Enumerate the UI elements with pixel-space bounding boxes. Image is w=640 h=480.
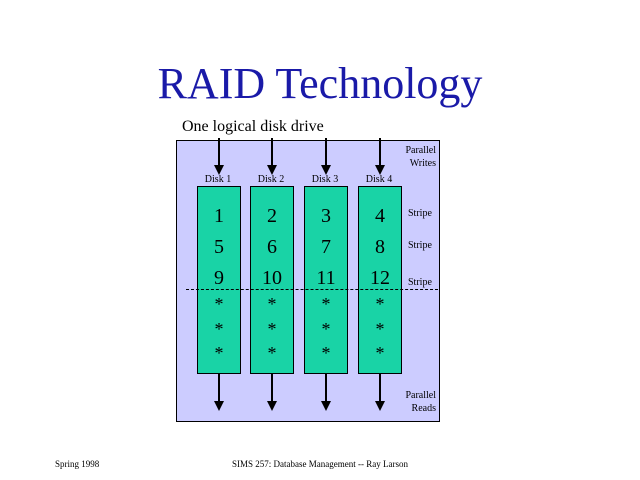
block-12: 12	[370, 267, 390, 289]
stripe-label: Stripe	[408, 240, 432, 251]
block-8: 8	[375, 236, 385, 258]
ellipsis-mark: *	[321, 294, 331, 314]
stripe-divider-line	[186, 289, 438, 290]
block-7: 7	[321, 236, 331, 258]
ellipsis-mark: *	[375, 294, 385, 314]
disk-2: 2 6 10 * * *	[250, 186, 294, 374]
disk-1: 1 5 9 * * *	[197, 186, 241, 374]
diagram-subtitle: One logical disk drive	[182, 118, 324, 135]
ellipsis-mark: *	[267, 343, 277, 363]
ellipsis-mark: *	[267, 294, 277, 314]
block-1: 1	[214, 205, 224, 227]
disk-4-label: Disk 4	[365, 174, 393, 185]
ellipsis-mark: *	[214, 343, 224, 363]
block-2: 2	[267, 205, 277, 227]
block-3: 3	[321, 205, 331, 227]
block-4: 4	[375, 205, 385, 227]
block-5: 5	[214, 236, 224, 258]
parallel-reads-label: Parallel Reads	[405, 390, 436, 414]
ellipsis-mark: *	[375, 343, 385, 363]
ellipsis-mark: *	[321, 319, 331, 339]
ellipsis-mark: *	[321, 343, 331, 363]
disk-4: 4 8 12 * * *	[358, 186, 402, 374]
slide-title: RAID Technology	[157, 59, 483, 108]
ellipsis-mark: *	[267, 319, 277, 339]
ellipsis-mark: *	[214, 319, 224, 339]
disk-3-label: Disk 3	[311, 174, 339, 185]
ellipsis-mark: *	[375, 319, 385, 339]
footer-date: Spring 1998	[55, 459, 100, 469]
block-11: 11	[316, 267, 336, 289]
stripe-label: Stripe	[408, 208, 432, 219]
block-10: 10	[262, 267, 282, 289]
disk-1-label: Disk 1	[204, 174, 232, 185]
ellipsis-mark: *	[214, 294, 224, 314]
footer-course: SIMS 257: Database Management -- Ray Lar…	[232, 459, 408, 469]
disk-3: 3 7 11 * * *	[304, 186, 348, 374]
stripe-label: Stripe	[408, 277, 432, 288]
block-6: 6	[267, 236, 277, 258]
block-9: 9	[214, 267, 224, 289]
parallel-writes-label: Parallel Writes	[405, 145, 436, 169]
disk-2-label: Disk 2	[257, 174, 285, 185]
